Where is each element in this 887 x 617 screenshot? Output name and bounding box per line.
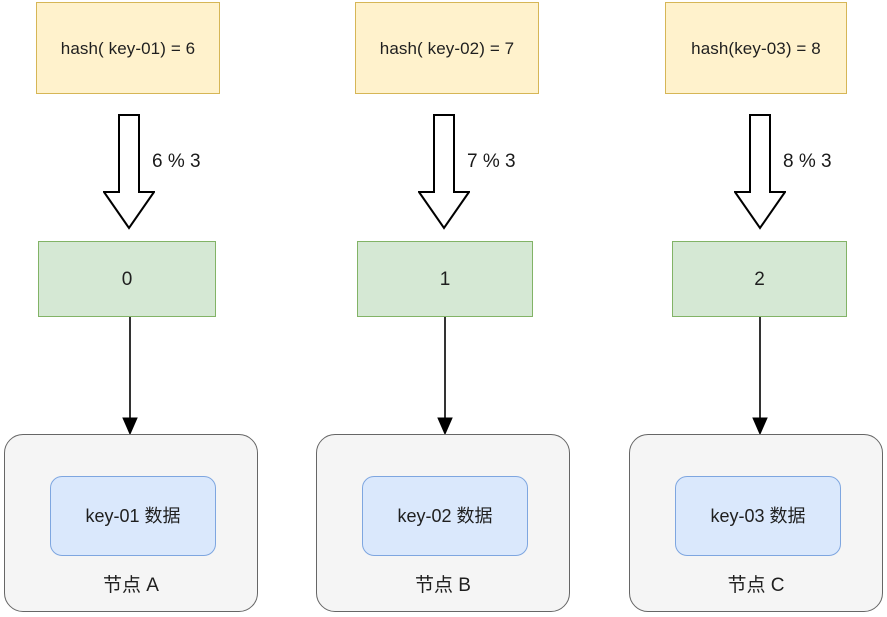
block-arrow-down-1 [103, 114, 155, 230]
data-box-label: key-01 数据 [85, 506, 181, 526]
connector-arrow-3 [750, 317, 770, 435]
node-title-c: 节点 C [727, 575, 785, 596]
connector-arrow-2 [435, 317, 455, 435]
node-container-c[interactable]: key-03 数据 节点 C [629, 434, 883, 612]
node-title-a: 节点 A [103, 575, 159, 596]
node-container-b[interactable]: key-02 数据 节点 B [316, 434, 570, 612]
slot-box-1[interactable]: 1 [357, 241, 533, 317]
slot-box-label: 2 [754, 268, 765, 290]
hash-box-key-02[interactable]: hash( key-02) = 7 [355, 2, 539, 94]
mod-label-2: 7 % 3 [467, 151, 516, 172]
hash-box-label: hash( key-01) = 6 [60, 38, 196, 58]
hash-box-label: hash(key-03) = 8 [691, 38, 821, 58]
hash-box-label: hash( key-02) = 7 [379, 38, 515, 58]
connector-arrow-1 [120, 317, 140, 435]
hash-box-key-01[interactable]: hash( key-01) = 6 [36, 2, 220, 94]
block-arrow-down-2 [418, 114, 470, 230]
data-box-key-02[interactable]: key-02 数据 [362, 476, 528, 556]
data-box-key-03[interactable]: key-03 数据 [675, 476, 841, 556]
data-box-label: key-03 数据 [710, 506, 806, 526]
slot-box-0[interactable]: 0 [38, 241, 216, 317]
node-container-a[interactable]: key-01 数据 节点 A [4, 434, 258, 612]
mod-label-3: 8 % 3 [783, 151, 832, 172]
block-arrow-down-3 [734, 114, 786, 230]
data-box-key-01[interactable]: key-01 数据 [50, 476, 216, 556]
slot-box-2[interactable]: 2 [672, 241, 847, 317]
node-title-b: 节点 B [415, 575, 471, 596]
hash-box-key-03[interactable]: hash(key-03) = 8 [665, 2, 847, 94]
slot-box-label: 0 [121, 268, 133, 290]
mod-label-1: 6 % 3 [152, 151, 201, 172]
data-box-label: key-02 数据 [397, 506, 493, 526]
slot-box-label: 1 [439, 268, 451, 290]
